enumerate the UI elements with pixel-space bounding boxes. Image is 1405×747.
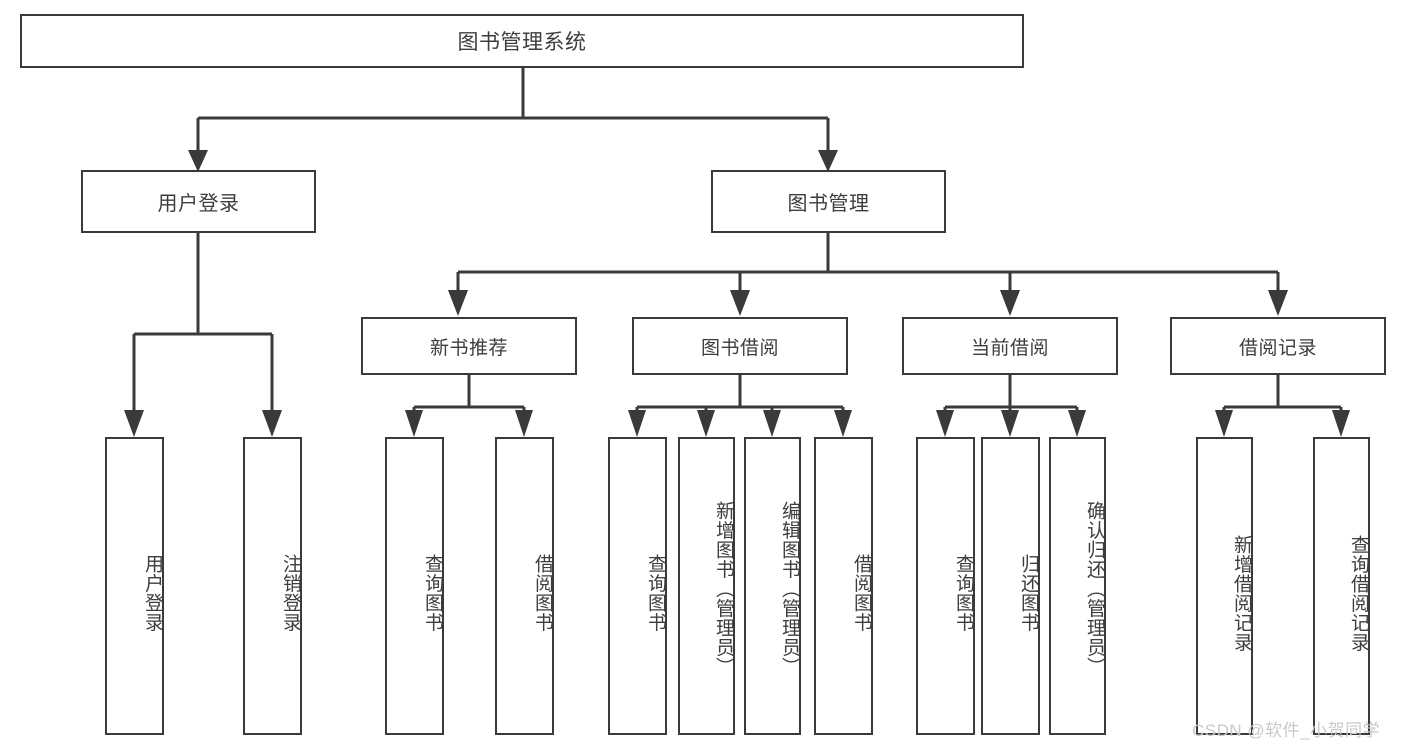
leaf-current-borrow-confirm[interactable]: 确认归还（管理员） xyxy=(1049,437,1106,735)
arrowhead-br-2 xyxy=(1332,410,1350,437)
arrowhead-new-book xyxy=(448,290,468,316)
arrowhead-bb-1 xyxy=(628,410,646,437)
arrowhead-bb-2 xyxy=(697,410,715,437)
node-current-borrow[interactable]: 当前借阅 xyxy=(902,317,1118,375)
leaf-book-borrow-add[interactable]: 新增图书（管理员） xyxy=(678,437,735,735)
arrowhead-cb-1 xyxy=(936,410,954,437)
node-book-borrow[interactable]: 图书借阅 xyxy=(632,317,848,375)
leaf-book-borrow-edit[interactable]: 编辑图书（管理员） xyxy=(744,437,801,735)
arrowhead-br-1 xyxy=(1215,410,1233,437)
leaf-user-login-login[interactable]: 用户登录 xyxy=(105,437,164,735)
arrowhead-user-login xyxy=(188,150,208,172)
node-borrow-record[interactable]: 借阅记录 xyxy=(1170,317,1386,375)
leaf-borrow-record-add[interactable]: 新增借阅记录 xyxy=(1196,437,1253,735)
arrowhead-borrow-record xyxy=(1268,290,1288,316)
leaf-book-borrow-query[interactable]: 查询图书 xyxy=(608,437,667,735)
arrowhead-book-manage xyxy=(818,150,838,172)
arrowhead-bb-3 xyxy=(763,410,781,437)
leaf-book-borrow-borrow[interactable]: 借阅图书 xyxy=(814,437,873,735)
leaf-new-book-query[interactable]: 查询图书 xyxy=(385,437,444,735)
leaf-current-borrow-return[interactable]: 归还图书 xyxy=(981,437,1040,735)
leaf-borrow-record-query[interactable]: 查询借阅记录 xyxy=(1313,437,1370,735)
node-user-login[interactable]: 用户登录 xyxy=(81,170,316,233)
arrowhead-ul-1 xyxy=(124,410,144,437)
arrowhead-cb-2 xyxy=(1001,410,1019,437)
arrowhead-current-borrow xyxy=(1000,290,1020,316)
csdn-watermark: CSDN @软件_小贺同学 xyxy=(1192,721,1381,740)
node-root[interactable]: 图书管理系统 xyxy=(20,14,1024,68)
arrowhead-bb-4 xyxy=(834,410,852,437)
arrowhead-nb-2 xyxy=(515,410,533,437)
node-new-book-recommend[interactable]: 新书推荐 xyxy=(361,317,577,375)
arrowhead-book-borrow xyxy=(730,290,750,316)
arrowhead-ul-2 xyxy=(262,410,282,437)
leaf-current-borrow-query[interactable]: 查询图书 xyxy=(916,437,975,735)
leaf-new-book-borrow[interactable]: 借阅图书 xyxy=(495,437,554,735)
leaf-user-login-logout[interactable]: 注销登录 xyxy=(243,437,302,735)
arrowhead-cb-3 xyxy=(1068,410,1086,437)
node-book-management[interactable]: 图书管理 xyxy=(711,170,946,233)
arrowhead-nb-1 xyxy=(405,410,423,437)
